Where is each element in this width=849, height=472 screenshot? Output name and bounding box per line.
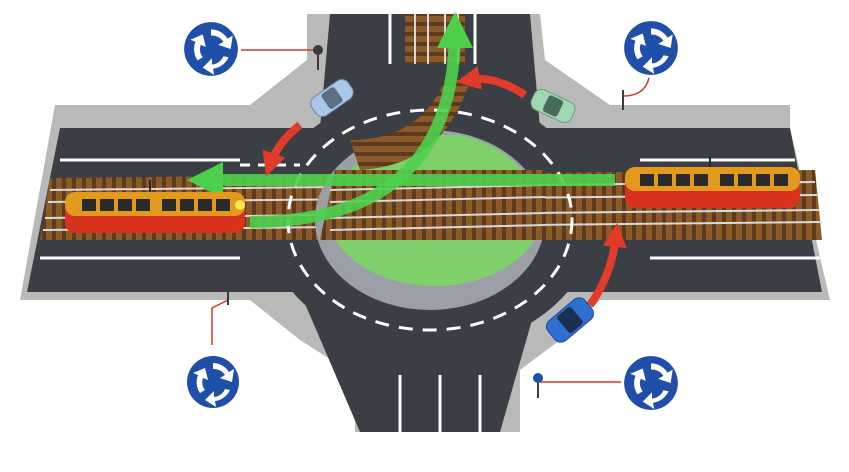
car-top-left	[310, 79, 354, 117]
roundabout-sign-bottom-left	[184, 353, 242, 411]
car-routes	[262, 66, 627, 308]
roundabout-sign-top-left	[181, 19, 241, 79]
car-bottom-right	[546, 297, 594, 343]
roundabout-sign-top-right	[621, 18, 681, 78]
roundabout-icon	[184, 353, 242, 411]
roundabout-icon	[621, 353, 681, 413]
sign-poles	[227, 45, 624, 398]
tram-routes	[187, 12, 615, 228]
roundabout-icon	[181, 19, 241, 79]
tram-right	[625, 156, 800, 208]
roundabout-icon	[621, 18, 681, 78]
car-top-right	[530, 88, 576, 124]
roundabout-sign-bottom-right	[621, 353, 681, 413]
tram-left	[65, 180, 245, 233]
